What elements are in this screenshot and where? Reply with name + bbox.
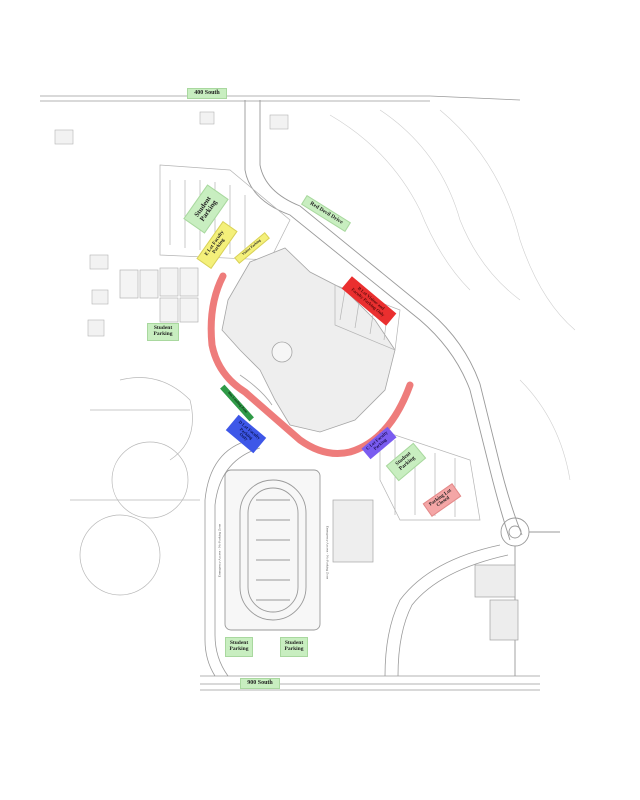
baseball-fields	[70, 377, 200, 596]
street-label-400-south: 400 South	[187, 88, 227, 99]
tennis-courts	[119, 267, 199, 323]
contours	[329, 109, 576, 481]
red-devil-drive	[244, 100, 523, 541]
school-building	[221, 247, 396, 433]
street-400-south	[40, 95, 521, 102]
student-parking-s2-label: Student Parking	[280, 637, 308, 657]
field-building	[332, 499, 374, 563]
west-houses	[54, 111, 289, 337]
se-buildings	[474, 564, 519, 641]
street-label-900-south: 900 South	[240, 678, 280, 689]
student-parking-s1-label: Student Parking	[225, 637, 253, 657]
emergency-access-west-label: Emergency Access - No Parking Zone	[217, 523, 222, 578]
emergency-access-east-label: Emergency Access - No Parking Zone	[325, 525, 330, 580]
stadium-track	[224, 469, 321, 631]
west-road	[204, 439, 261, 677]
student-parking-w-label: Student Parking	[147, 323, 179, 341]
east-road	[384, 544, 509, 677]
